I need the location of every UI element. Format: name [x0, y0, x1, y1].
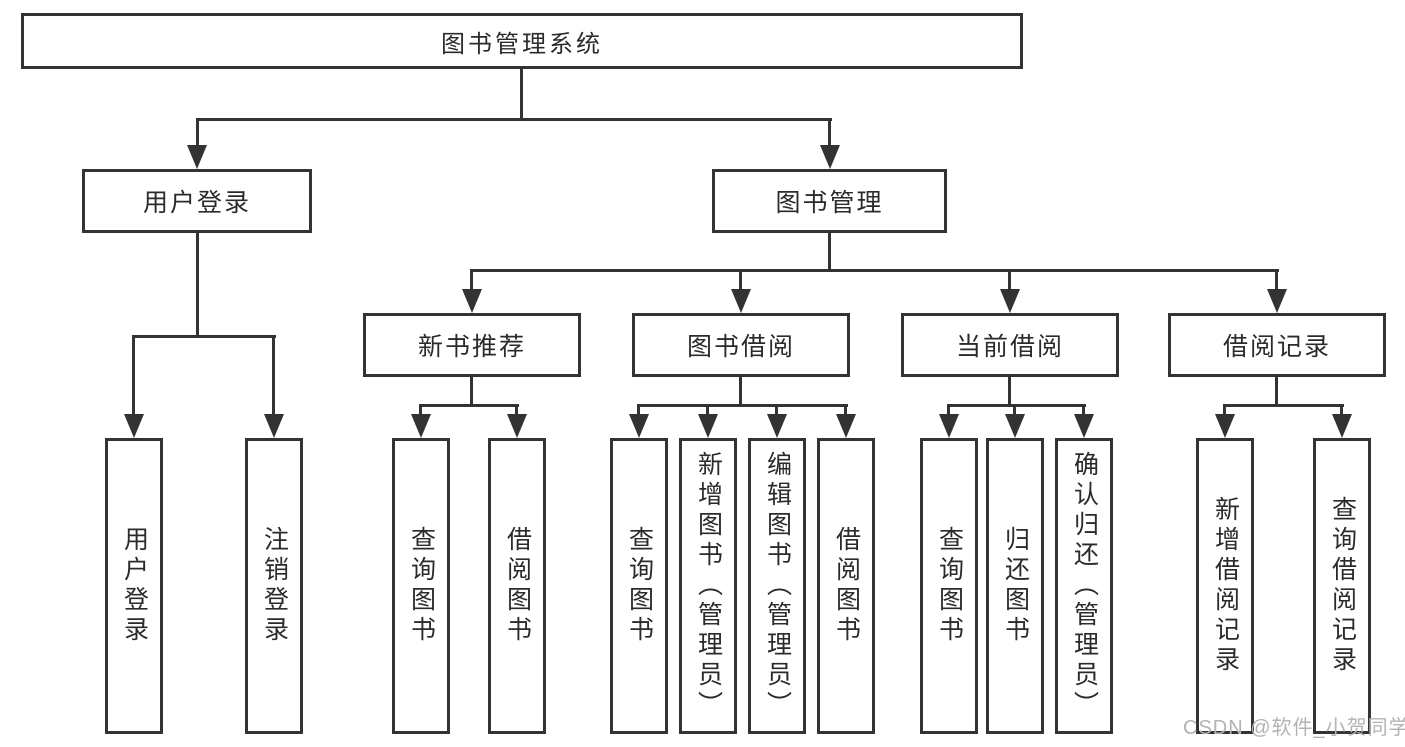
arrow-down-icon	[731, 289, 751, 313]
connector-leaf-drop	[1082, 404, 1085, 418]
node-leaf-user-login-label: 用户登录	[120, 526, 149, 646]
node-book-borrowing-label: 图书借阅	[686, 333, 795, 361]
connector-leaf-drop	[1013, 404, 1016, 418]
csdn-watermark: CSDN @软件_小贺同学	[1183, 717, 1405, 739]
arrow-down-icon	[629, 414, 649, 438]
connector-leaf-drop	[515, 404, 518, 418]
connector-root-stem	[520, 69, 523, 120]
connector-leaf-drop	[419, 404, 422, 418]
node-leaf-logout: 注销登录	[245, 438, 303, 734]
connector-leaf-drop	[739, 269, 742, 293]
connector-book-mgmt-stem	[828, 233, 831, 272]
node-book-management-label: 图书管理	[775, 189, 884, 217]
connector-l3-stem	[1275, 377, 1278, 407]
node-leaf-confirm-return-admin: 确认归还（管理员）	[1055, 438, 1113, 734]
arrow-down-icon	[1267, 289, 1287, 313]
node-leaf-add-books-admin-label: 新增图书（管理员）	[694, 451, 723, 721]
arrow-down-icon	[1005, 414, 1025, 438]
arrow-down-icon	[1332, 414, 1352, 438]
node-book-management: 图书管理	[712, 169, 947, 233]
node-leaf-borrow-books-newbook: 借阅图书	[488, 438, 546, 734]
node-leaf-query-books-current: 查询图书	[920, 438, 978, 734]
node-library-management-system-label: 图书管理系统	[441, 30, 603, 58]
node-leaf-query-books-newbook: 查询图书	[392, 438, 450, 734]
connector-records-branch	[1223, 404, 1344, 407]
node-leaf-confirm-return-admin-label: 确认归还（管理员）	[1070, 451, 1099, 721]
node-leaf-edit-books-admin: 编辑图书（管理员）	[748, 438, 806, 734]
connector-leaf-drop	[1008, 269, 1011, 293]
node-leaf-add-borrow-record-label: 新增借阅记录	[1211, 496, 1240, 676]
node-book-borrowing: 图书借阅	[632, 313, 850, 377]
connector-book-mgmt-drop	[828, 118, 831, 148]
connector-leaf-drop	[132, 335, 135, 417]
arrow-down-icon	[767, 414, 787, 438]
arrow-down-icon	[698, 414, 718, 438]
arrow-down-icon	[264, 414, 284, 438]
arrow-down-icon	[939, 414, 959, 438]
node-current-borrowing-label: 当前借阅	[955, 333, 1064, 361]
node-new-book-recommend: 新书推荐	[363, 313, 581, 377]
node-leaf-query-books-borrow-label: 查询图书	[625, 526, 654, 646]
node-leaf-query-books-current-label: 查询图书	[935, 526, 964, 646]
node-borrowing-records-label: 借阅记录	[1222, 333, 1331, 361]
node-leaf-borrow-books-label: 借阅图书	[832, 526, 861, 646]
node-leaf-query-books-newbook-label: 查询图书	[407, 526, 436, 646]
node-new-book-recommend-label: 新书推荐	[417, 333, 526, 361]
connector-currentborrow-branch	[947, 404, 1086, 407]
node-leaf-edit-books-admin-label: 编辑图书（管理员）	[763, 451, 792, 721]
arrow-down-icon	[411, 414, 431, 438]
connector-level2-branch	[196, 118, 832, 121]
connector-user-login-drop	[196, 118, 199, 148]
connector-l3-stem	[1008, 377, 1011, 407]
node-leaf-query-books-borrow: 查询图书	[610, 438, 668, 734]
connector-leaf-drop	[470, 269, 473, 293]
connector-leaf-drop	[947, 404, 950, 418]
node-leaf-user-login: 用户登录	[105, 438, 163, 734]
connector-user-login-branch	[132, 335, 276, 338]
arrow-down-icon	[1074, 414, 1094, 438]
connector-l3-stem	[470, 377, 473, 407]
node-current-borrowing: 当前借阅	[901, 313, 1119, 377]
connector-user-login-stem	[196, 233, 199, 338]
node-borrowing-records: 借阅记录	[1168, 313, 1386, 377]
node-leaf-add-borrow-record: 新增借阅记录	[1196, 438, 1254, 734]
node-user-login: 用户登录	[82, 169, 312, 233]
connector-leaf-drop	[1275, 269, 1278, 293]
connector-leaf-drop	[1223, 404, 1226, 418]
connector-newbook-branch	[419, 404, 519, 407]
arrow-down-icon	[462, 289, 482, 313]
connector-leaf-drop	[637, 404, 640, 418]
connector-l3-stem	[739, 377, 742, 407]
arrow-down-icon	[820, 145, 840, 169]
arrow-down-icon	[836, 414, 856, 438]
node-library-management-system: 图书管理系统	[21, 13, 1023, 69]
node-leaf-query-borrow-record: 查询借阅记录	[1313, 438, 1371, 734]
node-leaf-borrow-books: 借阅图书	[817, 438, 875, 734]
node-leaf-logout-label: 注销登录	[260, 526, 289, 646]
connector-leaf-drop	[272, 335, 275, 417]
connector-level3-branch	[470, 269, 1279, 272]
node-leaf-query-borrow-record-label: 查询借阅记录	[1328, 496, 1357, 676]
node-leaf-return-books: 归还图书	[986, 438, 1044, 734]
connector-leaf-drop	[844, 404, 847, 418]
node-leaf-borrow-books-newbook-label: 借阅图书	[503, 526, 532, 646]
connector-bookborrow-branch	[637, 404, 848, 407]
node-leaf-add-books-admin: 新增图书（管理员）	[679, 438, 737, 734]
node-user-login-label: 用户登录	[142, 189, 251, 217]
connector-leaf-drop	[775, 404, 778, 418]
arrow-down-icon	[1000, 289, 1020, 313]
arrow-down-icon	[187, 145, 207, 169]
node-leaf-return-books-label: 归还图书	[1001, 526, 1030, 646]
connector-leaf-drop	[706, 404, 709, 418]
arrow-down-icon	[1215, 414, 1235, 438]
arrow-down-icon	[124, 414, 144, 438]
connector-leaf-drop	[1340, 404, 1343, 418]
arrow-down-icon	[507, 414, 527, 438]
